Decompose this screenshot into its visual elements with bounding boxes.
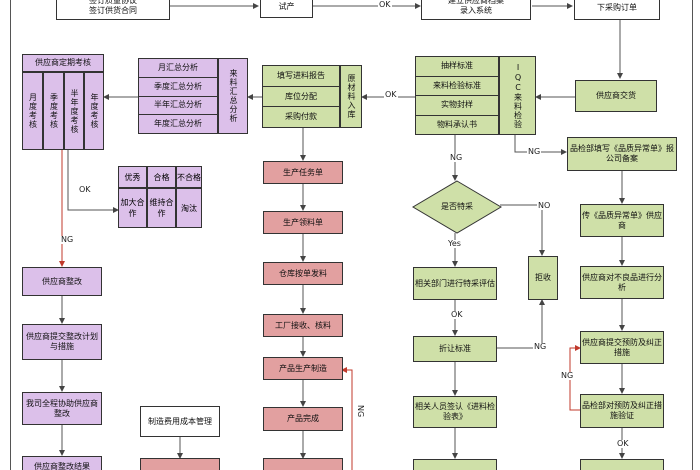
summary-analysis-list: 月汇总分析 季度汇总分析 半年汇总分析 年度汇总分析	[138, 58, 218, 134]
iqc-side: IQC来料检验	[499, 56, 536, 135]
summary-item-annual: 年度汇总分析	[154, 119, 202, 129]
ok-label-verify: OK	[616, 439, 630, 448]
reject-box: 拒收	[528, 256, 558, 300]
rating-expand: 加大合作	[118, 188, 147, 228]
plan-box: 供应商提交整改计划与措施	[22, 324, 102, 360]
summary-item-semiannual: 半年汇总分析	[139, 97, 217, 116]
arrow-decision-to-reject	[500, 204, 545, 256]
iqc-item-sampling: 抽样标准	[416, 57, 498, 77]
analysis-box: 供应商对不良品进行分析	[580, 266, 664, 299]
iqc-list: 抽样标准 来料检验标准 实物封样 物料承认书	[415, 56, 499, 135]
ng-label-discount: NG	[533, 342, 548, 351]
arrow-discount-ng-to-reject	[497, 299, 545, 349]
decision-question: 是否特采	[441, 202, 473, 211]
summary-analysis-side: 来料汇总分析	[218, 58, 248, 134]
special-decision-diamond	[412, 180, 502, 234]
rating-qualified: 合格	[147, 166, 176, 188]
ng-label-report: NG	[527, 147, 542, 156]
quarterly-review: 季度考核	[43, 72, 64, 150]
production-next-box	[263, 458, 343, 470]
discount-box: 折让标准	[413, 336, 497, 362]
no-label: NO	[537, 201, 552, 210]
warehouse-issue-box: 仓库按单发料	[263, 262, 343, 285]
ok-label-trial: OK	[378, 0, 392, 9]
sign-agreement-box: 签订质量协议 签订供货合同	[56, 0, 170, 20]
warehouse-item-location: 库位分配	[263, 87, 339, 108]
ng-label-review: NG	[60, 235, 75, 244]
assist-box: 我司全程协助供应商整改	[22, 392, 102, 425]
rating-eliminate: 淘汰	[176, 188, 202, 228]
yes-label: Yes	[447, 239, 462, 248]
verify-next-box	[580, 459, 664, 470]
evaluate-box: 相关部门进行特采评估	[413, 267, 497, 300]
supplier-delivery-box: 供应商交货	[575, 80, 657, 112]
trial-production-box: 试产	[260, 0, 313, 18]
corrective-box: 供应商提交预防及纠正措施	[580, 331, 664, 364]
cost-control-box: 制造费用成本管理	[140, 406, 220, 437]
ok-label-evaluate: OK	[450, 310, 464, 319]
sign-box: 相关人员签认《进料检验表》	[413, 396, 497, 428]
picking-order-box: 生产领料单	[263, 211, 343, 234]
warehouse-item-report: 填写进料报告	[263, 66, 339, 87]
result-box: 供应商整改结果	[22, 456, 102, 470]
semiannual-review: 半年度考核	[64, 72, 84, 150]
annual-review: 年度考核	[84, 72, 104, 150]
warehouse-item-payment: 采购付款	[285, 112, 317, 122]
ok-label-rating: OK	[78, 185, 92, 194]
rating-unqualified: 不合格	[176, 166, 202, 188]
summary-item-quarterly: 季度汇总分析	[139, 78, 217, 97]
warehousing-side: 原材料入库	[340, 65, 362, 128]
iqc-item-sample: 实物封样	[416, 96, 498, 116]
transmit-box: 传《品质异常单》供应商	[580, 204, 664, 237]
cost-next-box	[140, 458, 220, 470]
place-order-box: 下采购订单	[574, 0, 660, 20]
ok-label-iqc: OK	[384, 90, 398, 99]
sign-next-box	[413, 459, 497, 470]
quality-report-box: 品检部填写《品质异常单》报公司备案	[567, 137, 677, 171]
summary-item-monthly: 月汇总分析	[139, 59, 217, 78]
ng-label-iqc: NG	[449, 153, 464, 162]
task-order-box: 生产任务单	[263, 161, 343, 184]
verify-box: 品检部对预防及纠正措施验证	[580, 394, 664, 428]
manufacturing-box: 产品生产制造	[263, 357, 343, 380]
iqc-item-approval: 物料承认书	[437, 119, 477, 129]
rating-maintain: 维持合作	[147, 188, 176, 228]
rating-excellent: 优秀	[118, 166, 147, 188]
arrow-production-ng-loop	[341, 367, 353, 470]
warehousing-list: 填写进料报告 库位分配 采购付款	[262, 65, 340, 128]
factory-receive-box: 工厂接收、核料	[263, 314, 343, 337]
ng-label-production: NG	[355, 405, 365, 418]
supplier-review-title: 供应商定期考核	[22, 54, 104, 72]
arrow-iqc-to-report	[514, 135, 567, 155]
enter-system-box: 建立供应商档案 录入系统	[421, 0, 531, 20]
monthly-review: 月度考核	[22, 72, 43, 150]
arrow-review-to-rating	[67, 150, 119, 213]
ng-label-verify: NG	[560, 371, 575, 380]
improve-box: 供应商整改	[22, 267, 102, 296]
finished-box: 产品完成	[263, 407, 343, 431]
iqc-item-standard: 来料检验标准	[416, 77, 498, 96]
outer-frame	[10, 0, 693, 470]
